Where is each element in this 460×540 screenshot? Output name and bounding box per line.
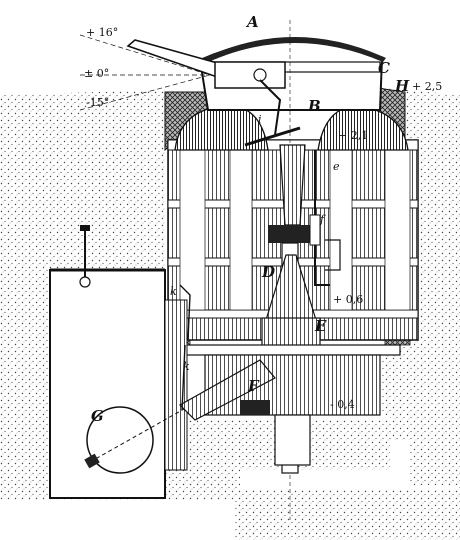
panel-right [384, 149, 411, 311]
label-c: C [378, 59, 390, 77]
elevation-ground: + 2,5 [412, 80, 443, 93]
pivot-collar [268, 225, 310, 243]
elevation-deck: + 2,1 [338, 129, 369, 142]
gearbox [240, 400, 270, 415]
handwheel-g [86, 406, 154, 474]
label-f-lower: f [320, 213, 325, 226]
cupola-roof [196, 36, 386, 66]
panel-center-right [329, 149, 353, 311]
ground-left-upper [0, 92, 200, 270]
elevation-floor: - 0,4 [330, 398, 355, 411]
gun-breech [214, 61, 286, 89]
angle-label-up: + 16° [86, 26, 119, 39]
angle-line-up [79, 34, 211, 76]
upper-pivot-cone [279, 144, 306, 226]
right-fitting [309, 214, 321, 246]
label-k-upper: k [170, 285, 177, 298]
angle-label-level: ± 0° [84, 67, 110, 80]
rod-k-lower [181, 344, 186, 411]
elevation-mid: + 0,6 [333, 293, 364, 306]
panel-left [179, 149, 206, 311]
label-i: i [258, 113, 262, 126]
angle-line-down [79, 74, 211, 111]
gun-mount-arm [259, 79, 282, 136]
panel-center-left [229, 149, 253, 311]
gun-trunnion [253, 68, 267, 82]
right-bracket [325, 239, 341, 271]
handwheel-spoke [89, 399, 201, 463]
vent-cap [80, 225, 90, 231]
chamber-wall [164, 299, 188, 471]
rod-k-upper [179, 284, 191, 341]
label-e-lower: e [333, 160, 340, 173]
transmission-arm-f [179, 359, 276, 421]
lower-collar [261, 317, 321, 347]
label-e: E [315, 317, 327, 335]
angle-label-down: -15° [86, 96, 110, 109]
label-d: D [262, 263, 276, 281]
right-pipe [314, 150, 330, 286]
label-g: G [91, 407, 104, 425]
label-h: H [395, 77, 410, 95]
label-k-lower: k [183, 360, 190, 373]
handle-block [84, 453, 100, 469]
upper-lever [244, 126, 301, 147]
vent-ring [79, 276, 91, 288]
label-f: F [248, 377, 259, 395]
shaft-well [274, 414, 311, 466]
base-platform [184, 344, 401, 356]
label-b: B [308, 97, 321, 115]
label-a: A [247, 13, 259, 31]
